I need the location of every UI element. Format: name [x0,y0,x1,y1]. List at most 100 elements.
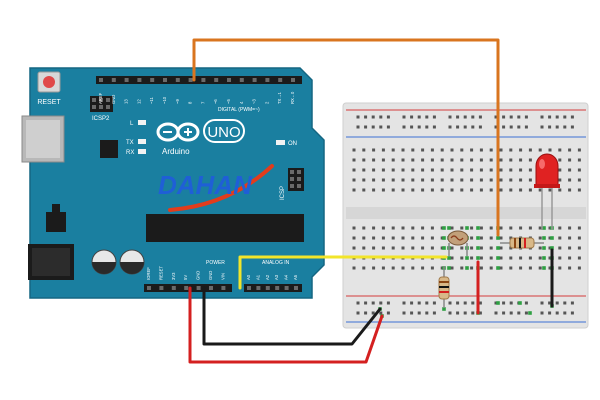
breadboard-hole [417,301,421,305]
breadboard-hole [548,236,552,240]
breadboard-hole [352,226,356,230]
breadboard-hole [558,148,562,152]
breadboard-hole [558,246,562,250]
breadboard-hole [371,125,375,129]
breadboard-hole [548,246,552,250]
capacitor-2-stripe [120,262,144,274]
header-pin [239,78,244,82]
breadboard-hole [402,125,406,129]
breadboard-hole [391,188,395,192]
breadboard-hole [411,178,415,182]
breadboard-hole [548,266,552,270]
rx-label: RX [126,150,134,156]
breadboard-hole [470,266,474,270]
breadboard-hole [489,168,493,172]
wires [188,38,554,364]
breadboard-hole [440,178,444,182]
breadboard-hole [448,301,452,305]
breadboard-hole [421,158,425,162]
power-jack-inner [32,248,70,276]
breadboard-hole [362,148,366,152]
header-pin [159,286,164,290]
breadboard-hole [411,168,415,172]
breadboard-hole [570,311,574,315]
breadboard-hole [558,178,562,182]
breadboard-hole [570,301,574,305]
uno-badge [203,119,245,143]
header-pin-label: IOREF [146,267,151,280]
breadboard-hole [440,168,444,172]
breadboard-hole [509,168,513,172]
breadboard-hole [401,246,405,250]
arduino-logo-right-loop [176,122,200,142]
breadboard-hole [470,178,474,182]
breadboard-hole [577,188,581,192]
photoresistor-body [447,230,469,246]
icsp-label: ICSP [280,186,286,200]
breadboard-hole [381,148,385,152]
usb-port-inner [26,120,60,158]
header-pin-label: A1 [255,274,260,280]
dahan-logo: DAHAN [158,164,274,212]
icsp-pin [290,177,294,181]
breadboard-hole [386,311,390,315]
breadboard-hole [362,158,366,162]
breadboard-center-channel [346,207,586,219]
breadboard-hole-active [542,256,546,260]
breadboard-hole [402,311,406,315]
breadboard-hole [478,125,482,129]
breadboard-hole [450,158,454,162]
breadboard-hole [372,236,376,240]
led-on [276,140,285,145]
header-pin [124,78,129,82]
breadboard-hole [558,256,562,260]
breadboard-hole [352,246,356,250]
icsp-header [288,168,304,191]
breadboard-hole [450,246,454,250]
breadboard-hole-active [550,246,554,250]
breadboard-hole [548,301,552,305]
reset-button-cap[interactable] [43,76,55,88]
breadboard-hole [379,311,383,315]
breadboard-hole [463,125,467,129]
breadboard-hole [519,148,523,152]
arduino-logo: UNO Arduino [156,119,245,156]
icsp-pin [297,170,301,174]
breadboard-hole [558,188,562,192]
breadboard-hole [356,115,360,119]
breadboard-hole [430,188,434,192]
breadboard-hole [430,148,434,152]
breadboard-hole [352,178,356,182]
on-label: ON [288,141,297,147]
breadboard-hole [401,168,405,172]
breadboard-hole [524,125,528,129]
breadboard-hole [410,125,414,129]
breadboard-hole [538,266,542,270]
breadboard-hole [479,148,483,152]
breadboard-hole [440,188,444,192]
dahan-logo-text: DAHAN [158,170,253,200]
resistor-horizontal-band-3 [524,238,526,248]
icsp2-header [90,96,113,112]
breadboard-hole-active [496,256,500,260]
breadboard-hole-active [542,246,546,250]
breadboard-hole [568,178,572,182]
capacitor-1-stripe [92,262,116,274]
header-pin [99,78,103,82]
breadboard-hole [499,178,503,182]
breadboard-hole [352,266,356,270]
breadboard-hole-active [496,301,500,305]
breadboard-hole-active [447,226,451,230]
header-pin-label: A3 [274,274,279,280]
breadboard-hole [509,148,513,152]
breadboard-hole [411,246,415,250]
breadboard-hole [540,311,544,315]
red-led [534,153,560,230]
breadboard-hole [577,246,581,250]
header-pin [150,78,155,82]
breadboard-hole [470,236,474,240]
breadboard-hole [509,266,513,270]
breadboard-hole [528,158,532,162]
breadboard-hole [489,266,493,270]
